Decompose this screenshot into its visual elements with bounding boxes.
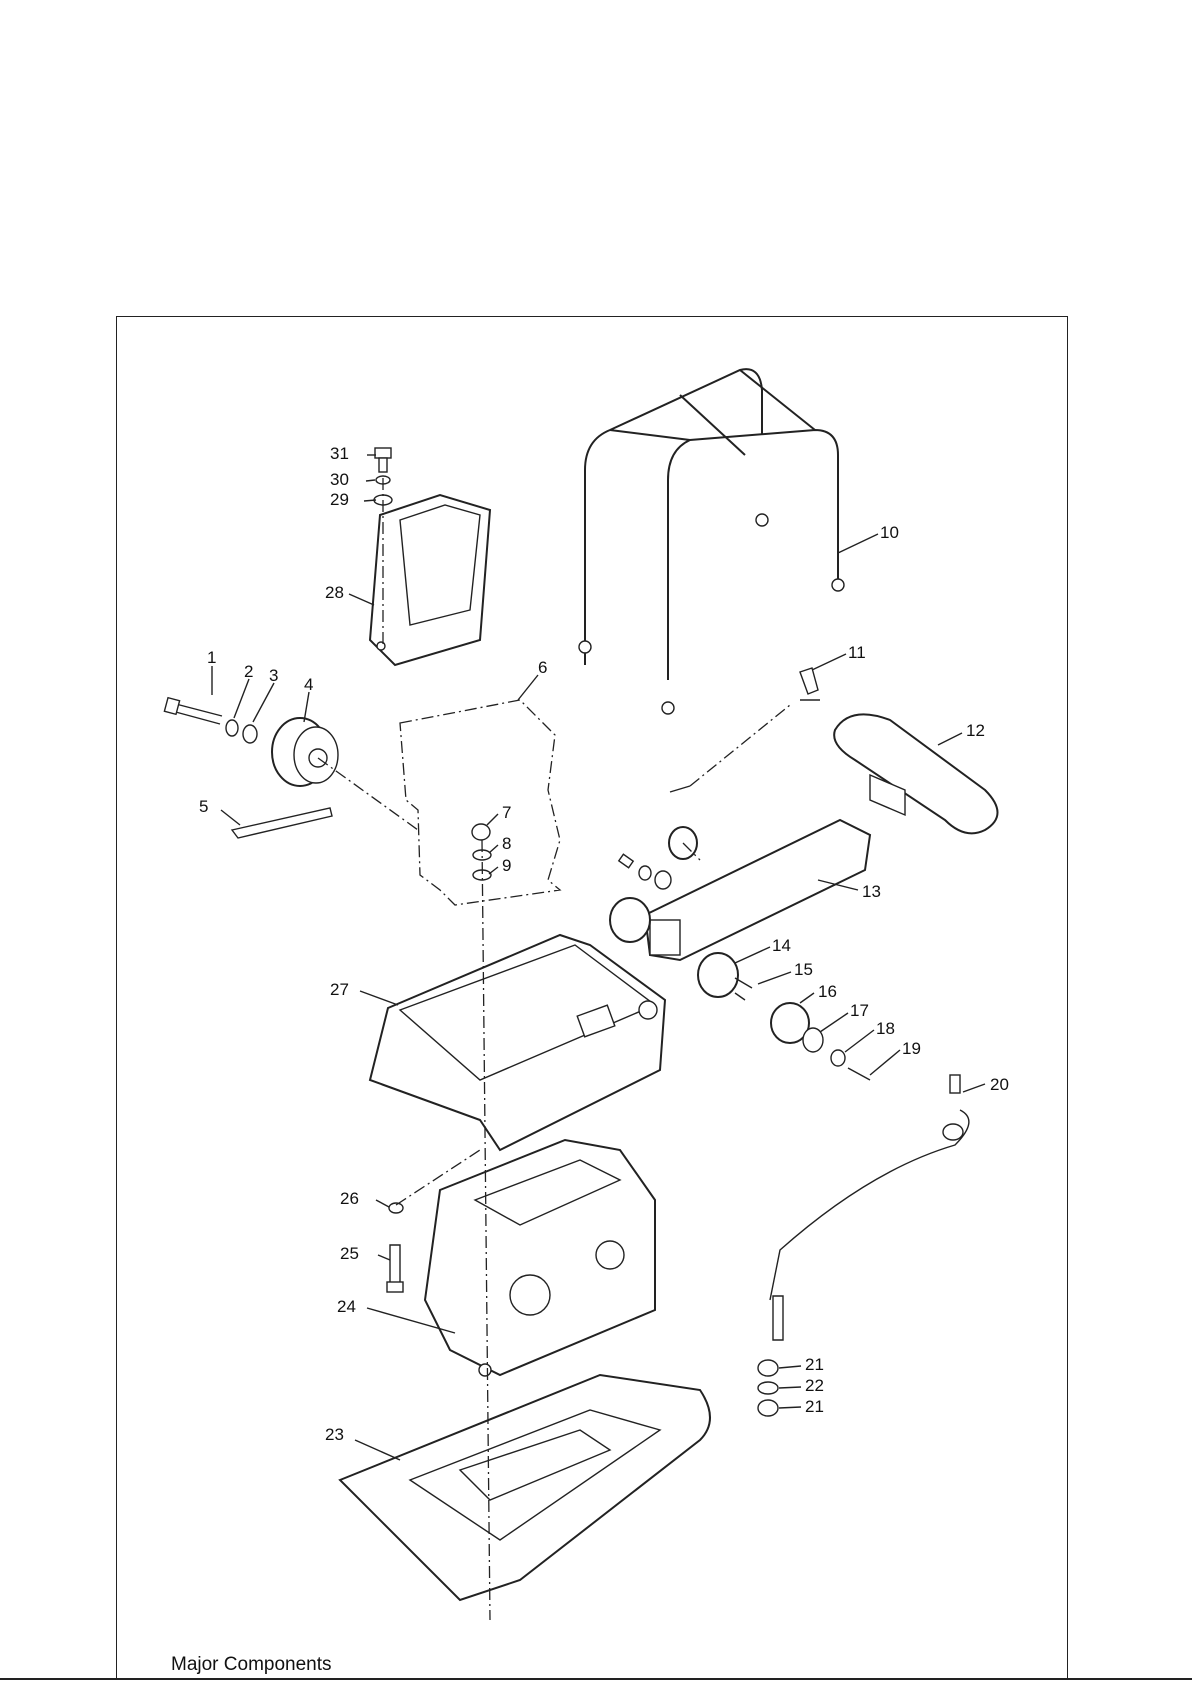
callout-4: 4	[304, 675, 313, 694]
handle-part	[579, 369, 844, 714]
callout-8: 8	[502, 834, 511, 853]
callout-20: 20	[990, 1075, 1009, 1094]
callout-6: 6	[538, 658, 547, 677]
callout-19: 19	[902, 1039, 921, 1058]
callout-31: 31	[330, 444, 349, 463]
callout-24: 24	[337, 1297, 356, 1316]
callout-3: 3	[269, 666, 278, 685]
callout-12: 12	[966, 721, 985, 740]
callout-11: 11	[848, 643, 866, 662]
callout-14: 14	[772, 936, 791, 955]
exciter-bolt-part	[387, 1203, 403, 1292]
base-plate-part	[340, 1375, 710, 1600]
engine-plate-part	[370, 935, 665, 1150]
belt-guard-part	[370, 495, 490, 665]
callout-27: 27	[330, 980, 349, 999]
callout-22: 22	[805, 1376, 824, 1395]
control-cable-part	[770, 1075, 969, 1340]
callout-9: 9	[502, 856, 511, 875]
callout-7: 7	[502, 803, 511, 822]
cable-nuts-part	[758, 1360, 778, 1416]
callout-21-upper: 21	[805, 1355, 824, 1374]
callout-17: 17	[850, 1001, 869, 1020]
callout-13: 13	[862, 882, 881, 901]
callout-29: 29	[330, 490, 349, 509]
callout-26: 26	[340, 1189, 359, 1208]
diagram-caption: Major Components	[171, 1654, 332, 1676]
callout-2: 2	[244, 662, 253, 681]
pulley-assembly-part	[164, 698, 338, 838]
callout-16: 16	[818, 982, 837, 1001]
callout-18: 18	[876, 1019, 895, 1038]
exciter-part	[425, 1140, 655, 1376]
callout-15: 15	[794, 960, 813, 979]
callout-25: 25	[340, 1244, 359, 1263]
callout-28: 28	[325, 583, 344, 602]
page-bottom-rule	[0, 1678, 1192, 1680]
callout-5: 5	[199, 797, 208, 816]
callout-30: 30	[330, 470, 349, 489]
callout-21-lower: 21	[805, 1397, 824, 1416]
callout-1: 1	[207, 648, 216, 667]
callout-10: 10	[880, 523, 899, 542]
callout-23: 23	[325, 1425, 344, 1444]
throttle-lever-part	[670, 668, 820, 792]
guard-bolt-part	[374, 448, 392, 505]
